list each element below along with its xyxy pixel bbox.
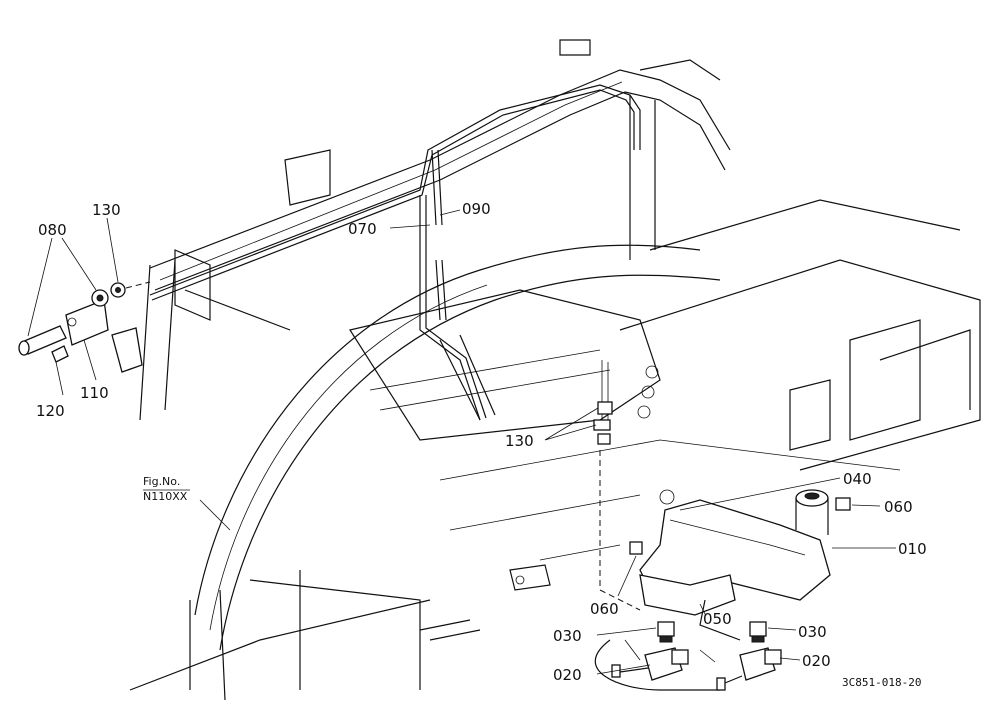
label-130-left: 130 (92, 201, 121, 219)
label-030-right: 030 (798, 623, 827, 641)
label-060-left: 060 (590, 600, 619, 618)
label-050: 050 (703, 610, 732, 628)
fitting-030-right (749, 621, 767, 643)
valve-020-right (716, 647, 782, 691)
pipe-070 (149, 84, 641, 421)
part-labels: 130 080 090 070 120 110 130 040 060 010 … (36, 200, 927, 684)
label-020-right: 020 (802, 652, 831, 670)
label-130-right: 130 (505, 432, 534, 450)
figure-reference: Fig.No. N110XX (143, 475, 190, 503)
label-120: 120 (36, 402, 65, 420)
label-030-left: 030 (553, 627, 582, 645)
label-080: 080 (38, 221, 67, 239)
label-090: 090 (462, 200, 491, 218)
screw-120 (51, 345, 69, 363)
label-010: 010 (898, 540, 927, 558)
label-060-right: 060 (884, 498, 913, 516)
label-070: 070 (348, 220, 377, 238)
leader-lines (27, 209, 896, 675)
bolt-080 (18, 325, 67, 356)
label-110: 110 (80, 384, 109, 402)
clip-130-left (110, 282, 126, 298)
fig-ref-line2: N110XX (143, 490, 188, 503)
pipe-090 (431, 149, 447, 321)
reservoir-tank-010 (594, 489, 851, 691)
frame-line-art (129, 39, 981, 701)
valve-020-left (611, 647, 689, 681)
label-020-left: 020 (553, 666, 582, 684)
nut-080 (91, 289, 109, 307)
label-040: 040 (843, 470, 872, 488)
sleeve (111, 327, 143, 373)
bracket-110 (65, 299, 109, 346)
fitting-030-left (657, 621, 675, 643)
drawing-code: 3C851-018-20 (842, 676, 921, 689)
fig-ref-line1: Fig.No. (143, 475, 180, 488)
